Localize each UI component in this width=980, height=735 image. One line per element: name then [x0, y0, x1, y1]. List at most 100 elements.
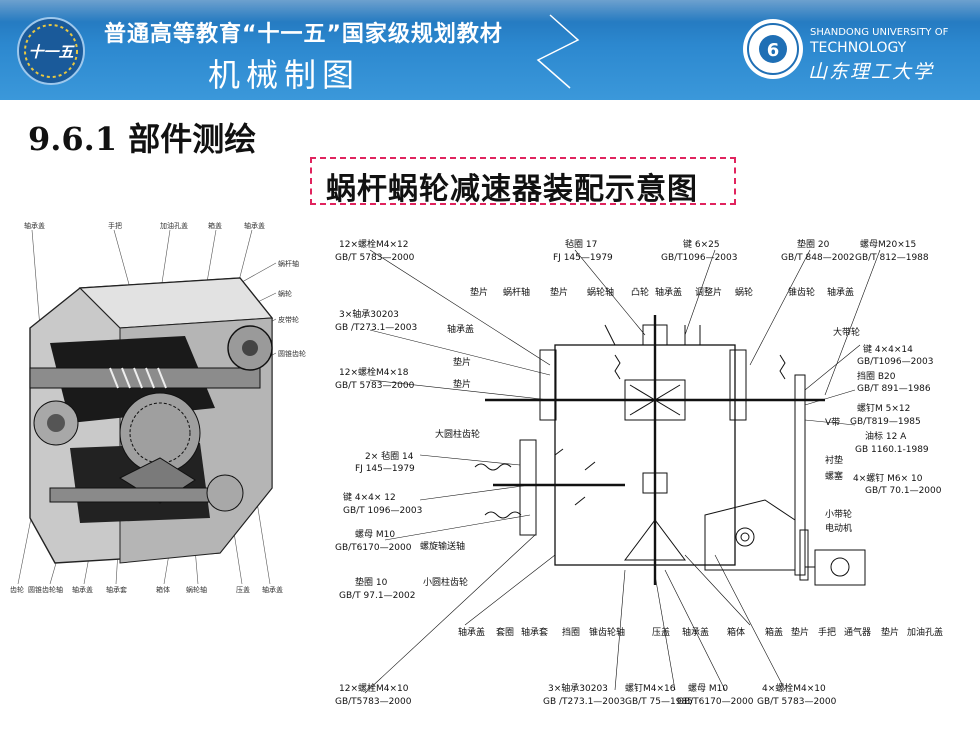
spec-name: 键 4×4× 12 [343, 491, 396, 503]
university-seal-icon: 6 [743, 19, 803, 79]
series-title: 普通高等教育“十一五”国家级规划教材 [104, 22, 503, 47]
spec-name: 12×螺栓M4×12 [339, 238, 408, 250]
part-label: 轴承盖 [458, 626, 485, 638]
part-label: 大圆柱齿轮 [435, 428, 480, 440]
cutaway-label: 轴承盖 [244, 221, 265, 230]
cutaway-label: 箱盖 [208, 221, 222, 230]
part-label: 轴承盖 [447, 323, 474, 335]
gearbox-cutaway-illustration: 轴承盖 手把 加油孔盖 箱盖 轴承盖 蜗杆轴 蜗轮 皮带轮 圆锥齿轮 齿轮 圆锥… [10, 221, 306, 594]
cutaway-label: 轴承套 [106, 585, 127, 594]
cutaway-label: 圆锥齿轮轴 [28, 585, 63, 594]
part-label: 凸轮 [631, 286, 649, 298]
worm-wheel-and-bevel-gears [33, 392, 244, 512]
part-label: 垫片 [881, 626, 899, 638]
spec-standard: GB/T 75—1985 [625, 697, 693, 707]
part-label: 锥齿轮轴 [589, 626, 625, 638]
part-labels-bottom-row: 轴承盖 套圈 轴承套 挡圈 锥齿轮轴 压盖 轴承盖 箱体 箱盖 垫片 手把 通气… [458, 626, 943, 638]
part-label: 垫片 [453, 356, 471, 368]
spec-name: 油标 12 A [865, 430, 907, 442]
cutaway-label: 蜗杆轴 [278, 259, 299, 268]
banner-sheen [0, 0, 980, 22]
spec-labels-left: 12×螺栓M4×12 GB/T 5783—2000 3×轴承30203 GB /… [335, 238, 422, 707]
part-label: 轴承套 [521, 626, 548, 638]
spec-standard: GB/T 812—1988 [855, 253, 929, 263]
part-labels-upper-row: 垫片 蜗杆轴 垫片 蜗轮轴 凸轮 轴承盖 调整片 蜗轮 锥齿轮 轴承盖 [470, 286, 854, 298]
section-title: 9.6.1 部件测绘 [28, 120, 257, 158]
part-label: 轴承盖 [682, 626, 709, 638]
part-label: 螺塞 [825, 470, 843, 482]
assembly-schematic: 12×螺栓M4×12 GB/T 5783—2000 3×轴承30203 GB /… [335, 238, 943, 707]
spec-name: 键 4×4×14 [863, 343, 913, 355]
part-label: 箱体 [727, 626, 745, 638]
spec-standard: GB /T273.1—2003 [543, 697, 625, 707]
part-label: 电动机 [825, 522, 852, 534]
cutaway-label: 轴承盖 [262, 585, 283, 594]
cutaway-label: 压盖 [236, 585, 250, 594]
diagram-title-box: 蜗杆蜗轮减速器装配示意图 [310, 157, 736, 207]
part-label: 调整片 [695, 286, 722, 298]
spec-name: 挡圈 B20 [857, 370, 896, 382]
spec-standard: GB/T 97.1—2002 [339, 591, 415, 601]
spec-standard: GB /T273.1—2003 [335, 323, 417, 333]
spec-standard: GB/T6170—2000 [335, 543, 412, 553]
spec-labels-bottom: 3×轴承30203 GB /T273.1—2003 螺钉M4×16 GB/T 7… [543, 682, 837, 707]
spec-standard: GB/T 70.1—2000 [865, 486, 942, 496]
part-label: 大带轮 [833, 326, 860, 338]
cutaway-label: 圆锥齿轮 [278, 349, 306, 358]
svg-text:6: 6 [767, 40, 780, 61]
cutaway-label: 加油孔盖 [160, 221, 188, 230]
part-label: 小圆柱齿轮 [423, 576, 468, 588]
spec-name: 螺母 M10 [688, 683, 728, 694]
leader-lines [364, 249, 881, 694]
part-label: V带 [825, 417, 840, 428]
spec-name: 螺母 M10 [355, 529, 395, 540]
diagram-title: 蜗杆蜗轮减速器装配示意图 [326, 172, 698, 207]
part-label: 锥齿轮 [788, 286, 815, 298]
spec-standard: GB/T5783—2000 [335, 697, 412, 707]
part-label: 轴承盖 [827, 286, 854, 298]
part-label: 垫片 [791, 626, 809, 638]
cutaway-label: 齿轮 [10, 585, 24, 594]
worm-shaft [29, 325, 273, 389]
part-label: 蜗轮轴 [587, 286, 614, 298]
spec-standard: GB/T1096—2003 [661, 253, 738, 263]
spec-standard: GB/T 1096—2003 [343, 506, 422, 516]
spec-name: 毡圈 17 [565, 238, 597, 250]
part-label: 套圈 [496, 626, 514, 638]
part-label: 加油孔盖 [907, 626, 943, 638]
spec-labels-top: 毡圈 17 FJ 145—1979 键 6×25 GB/T1096—2003 垫… [553, 238, 929, 263]
part-labels-left-column: 轴承盖 垫片 垫片 大圆柱齿轮 螺旋输送轴 小圆柱齿轮 [420, 323, 480, 588]
part-label: 箱盖 [765, 626, 783, 638]
spec-name: 垫圈 20 [797, 238, 830, 250]
university-name-en-line1: SHANDONG UNIVERSITY OF [810, 27, 949, 38]
spec-standard: GB/T819—1985 [850, 417, 921, 427]
schematic-drawing [474, 315, 866, 586]
part-label: 挡圈 [562, 626, 580, 638]
university-name-en-line2: TECHNOLOGY [810, 40, 907, 56]
series-logo-icon: 十一五 [17, 17, 85, 85]
spec-standard: GB/T 891—1986 [857, 384, 931, 394]
spec-name: 4×螺栓M4×10 [762, 682, 826, 694]
cutaway-label: 箱体 [156, 585, 170, 594]
part-label: 小带轮 [825, 508, 852, 520]
header-banner: 十一五 普通高等教育“十一五”国家级规划教材 机械制图 6 SHANDONG U… [0, 0, 980, 100]
spec-name: 螺钉M4×16 [625, 683, 676, 694]
series-logo-text: 十一五 [28, 43, 75, 61]
spec-standard: FJ 145—1979 [355, 464, 415, 474]
zigzag-decoration [536, 14, 580, 89]
spec-standard: GB/T 5783—2000 [335, 253, 415, 263]
part-label: 垫片 [550, 286, 568, 298]
spec-name: 4×螺钉 M6× 10 [853, 473, 923, 484]
spec-name: 螺母M20×15 [860, 239, 916, 250]
cutaway-bottom-labels: 齿轮 圆锥齿轮轴 轴承盖 轴承套 箱体 蜗轮轴 压盖 轴承盖 [10, 585, 283, 594]
spec-standard: GB/T1096—2003 [857, 357, 934, 367]
part-label: 蜗杆轴 [503, 286, 530, 298]
spec-name: 12×螺栓M4×10 [339, 682, 409, 694]
part-label: 轴承盖 [655, 286, 682, 298]
part-label: 螺旋输送轴 [420, 540, 465, 552]
university-name-cn: 山东理工大学 [808, 61, 935, 83]
cutaway-right-labels: 蜗杆轴 蜗轮 皮带轮 圆锥齿轮 [278, 259, 306, 358]
spec-name: 2× 毡圈 14 [365, 450, 414, 462]
spec-standard: GB 1160.1-1989 [855, 445, 929, 455]
part-label: 通气器 [844, 626, 871, 638]
